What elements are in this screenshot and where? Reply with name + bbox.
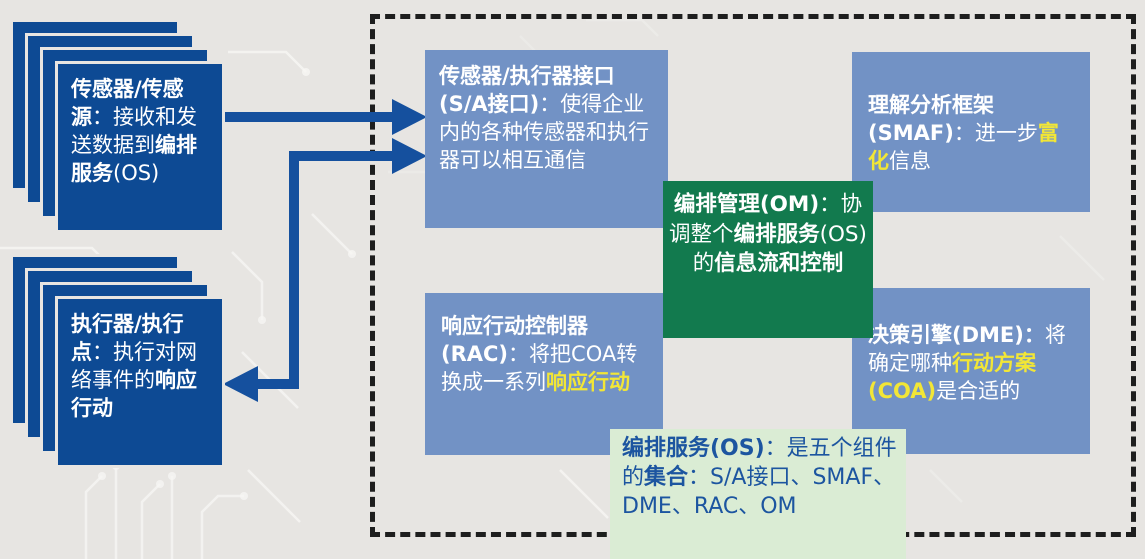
rac-box: 响应行动控制器(RAC)：将把COA转换成一系列响应行动 [425, 293, 663, 455]
smaf-box: 理解分析框架(SMAF)：进一步富化信息 [852, 52, 1090, 212]
actuator-point-card-stack: 执行器/执行点：执行对网络事件的响应行动 [10, 254, 225, 468]
sa-interface-box: 传感器/执行器接口(S/A接口)：使得企业内的各种传感器和执行器可以相互通信 [425, 50, 668, 228]
dme-box: 决策引擎(DME)：将确定哪种行动方案(COA)是合适的 [852, 288, 1090, 454]
actuator-point-card: 执行器/执行点：执行对网络事件的响应行动 [55, 296, 225, 468]
orchestration-service-note: 编排服务(OS)：是五个组件的集合：S/A接口、SMAF、DME、RAC、OM [610, 429, 906, 559]
orchestration-manager-box: 编排管理(OM)：协调整个编排服务(OS)的信息流和控制 [663, 181, 873, 338]
sensor-source-card: 传感器/传感源：接收和发送数据到编排服务(OS) [55, 61, 225, 233]
sensor-source-card-stack: 传感器/传感源：接收和发送数据到编排服务(OS) [10, 19, 225, 233]
